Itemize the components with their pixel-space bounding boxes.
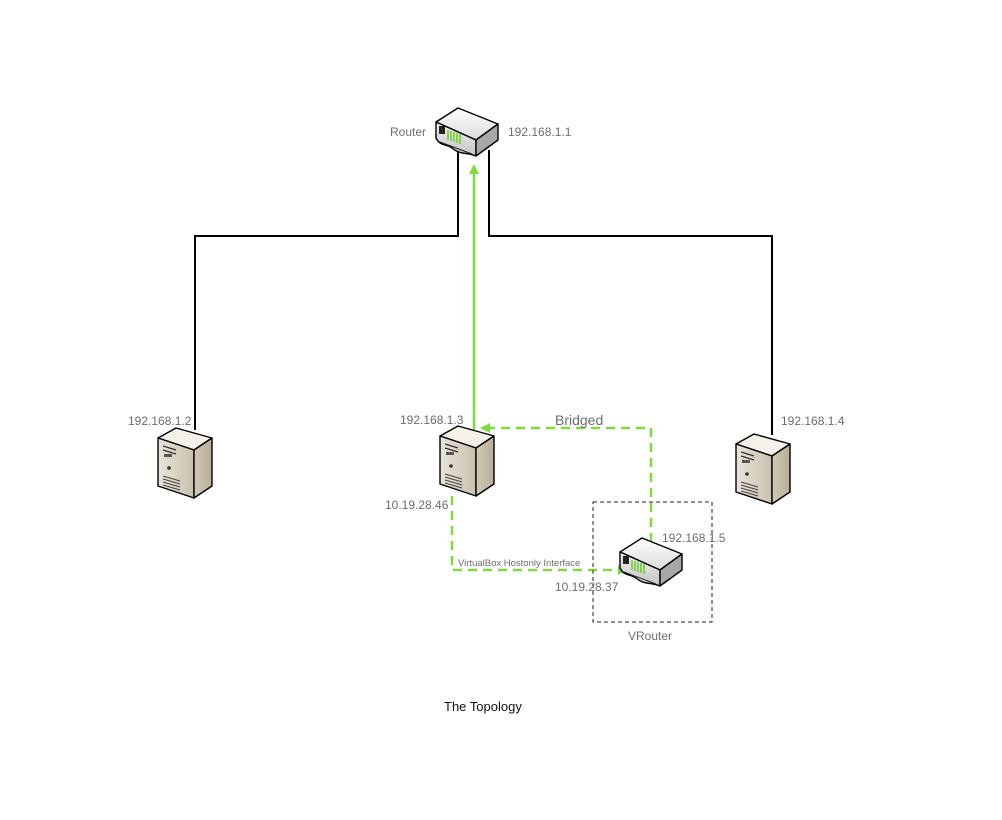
wire-router-left (194, 150, 459, 430)
router-name-label: Router (390, 125, 426, 139)
vrouter-boundary (592, 501, 713, 623)
diagram-title: The Topology (444, 699, 522, 714)
server-icon[interactable] (157, 427, 213, 499)
bridged-label: Bridged (555, 412, 603, 428)
server-icon[interactable] (439, 425, 495, 497)
host-center-ip2-label: 10.19.28.46 (385, 498, 449, 512)
host-left-ip-label: 192.168.1.2 (128, 414, 192, 428)
server-icon[interactable] (735, 433, 791, 505)
wire-router-right (488, 150, 773, 435)
host-right-ip-label: 192.168.1.4 (781, 414, 845, 428)
router-icon[interactable] (619, 537, 683, 587)
vrouter-ip-label: 192.168.1.5 (662, 531, 726, 545)
hostonly-label: VirtualBox Hostonly Interface (458, 558, 580, 569)
router-icon[interactable] (435, 107, 499, 157)
link-bridged (480, 423, 653, 542)
vrouter-name-label: VRouter (628, 629, 672, 643)
vrouter-ip2-label: 10.19.28.37 (555, 580, 619, 594)
router-ip-label: 192.168.1.1 (508, 125, 572, 139)
host-center-ip-label: 192.168.1.3 (400, 413, 464, 427)
